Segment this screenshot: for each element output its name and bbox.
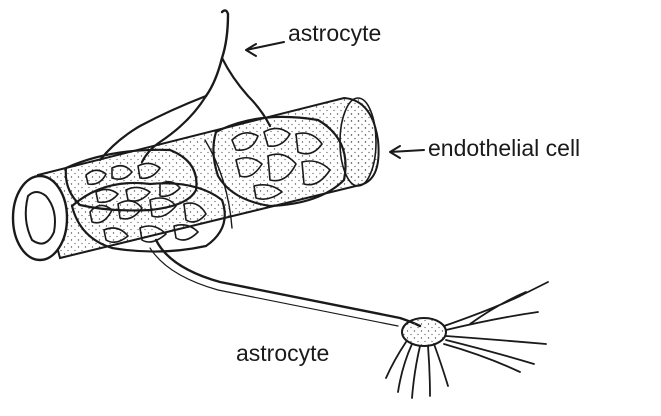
- bottom-astrocyte-processes-right: [444, 282, 548, 372]
- vessel-lumen-opening: [13, 176, 67, 260]
- label-top-astrocyte: astrocyte: [288, 22, 381, 45]
- long-process-inner: [150, 248, 398, 326]
- label-bottom-astrocyte: astrocyte: [236, 342, 329, 365]
- top-astrocyte-branch-right: [222, 58, 270, 126]
- bottom-astrocyte-soma: [402, 318, 446, 346]
- label-endothelial-cell: endothelial cell: [428, 137, 580, 160]
- bottom-astrocyte-processes-down: [386, 342, 448, 398]
- top-astrocyte-stem: [206, 10, 228, 96]
- bottom-astrocyte: [150, 240, 548, 398]
- arrow-top-astrocyte: [246, 42, 284, 56]
- arrow-endothelial: [390, 146, 424, 158]
